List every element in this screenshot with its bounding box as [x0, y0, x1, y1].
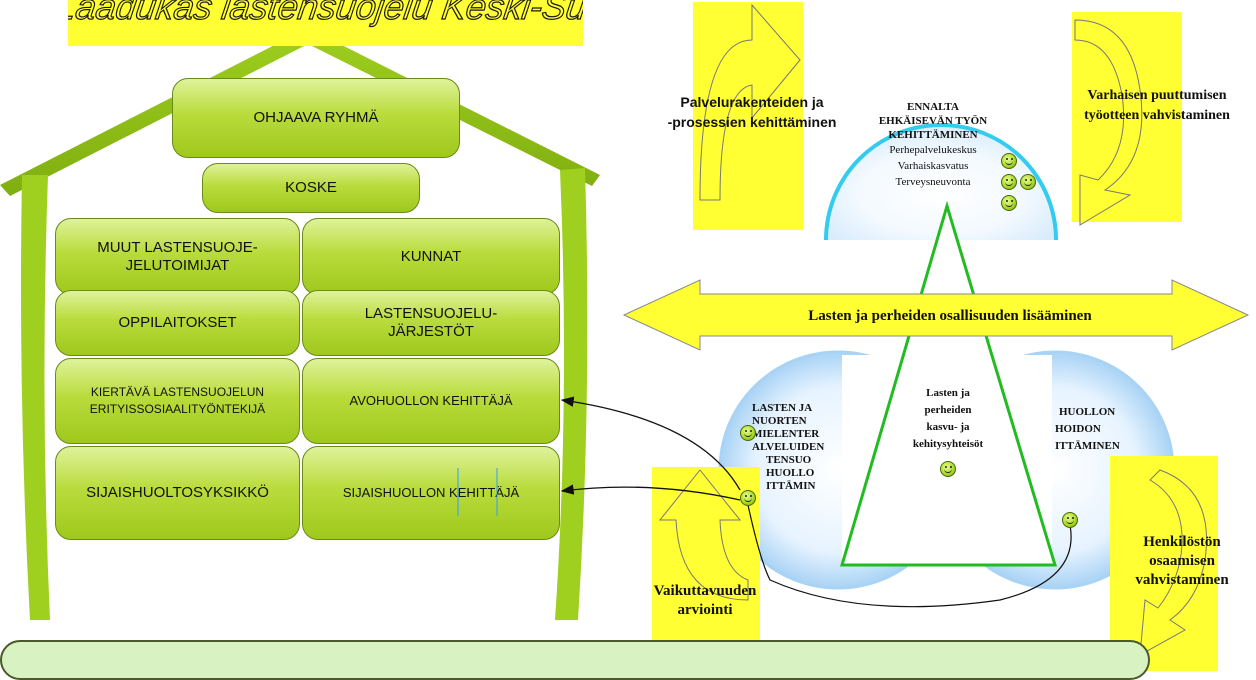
curved-arrow-right — [1074, 19, 1143, 226]
text-lasten-nuorten: LASTEN JA NUORTEN MIELENTER ALVELUIDEN T… — [752, 402, 852, 493]
house-left-wall — [21, 175, 50, 620]
huollon-line-2: HOIDON — [1055, 423, 1101, 435]
arrow-to-avohuolto — [560, 396, 741, 491]
huollon-line-3: ITTÄMINEN — [1055, 440, 1120, 452]
label-lsj-1: LASTENSUOJELU- — [364, 305, 498, 322]
arrow-to-sijaishuolto — [747, 504, 1072, 608]
box-koske: KOSKE — [202, 163, 420, 213]
label-koske: KOSKE — [285, 179, 337, 196]
lasten-line-5: TENSUO — [766, 454, 812, 466]
smiley-icon — [1001, 195, 1017, 211]
kasvu-line-1: Lasten ja — [926, 387, 970, 399]
huollon-line-1: HUOLLON — [1059, 406, 1116, 418]
label-lsj-2: JÄRJESTÖT — [388, 323, 474, 340]
smiley-icon — [1020, 174, 1036, 190]
house-right-wall — [555, 168, 588, 620]
varhainen-line-1: Varhaisen puuttumisen — [1087, 88, 1227, 103]
terveysneuvonta-label: Terveysneuvonta — [895, 176, 971, 188]
smiley-icon — [740, 425, 756, 441]
text-kasvuyhteisot: Lasten ja perheiden kasvu- ja kehitysyht… — [895, 385, 1001, 453]
varhaiskasvatus-label: Varhaiskasvatus — [897, 160, 969, 172]
box-avohuollon-kehittaja: AVOHUOLLON KEHITTÄJÄ — [302, 358, 560, 444]
double-arrow — [622, 279, 1250, 351]
ennalta-line-2: EHKÄISEVÄN TYÖN — [878, 115, 988, 127]
curved-arrow-up — [658, 469, 749, 601]
kasvu-line-2: perheiden — [924, 404, 972, 416]
top-circle — [824, 123, 1058, 241]
title-banner: Laadukas lastensuojelu Keski-Suomessa — [68, 0, 583, 46]
smiley-icon — [740, 490, 756, 506]
text-huollon: HUOLLON HOIDON ITTÄMINEN — [1055, 404, 1135, 455]
henkilosto-line-2: osaamisen — [1149, 553, 1215, 569]
perhepalvelu-label: Perhepalvelukeskus — [889, 144, 977, 156]
text-henkilosto: Henkilöstön osaamisen vahvistaminen — [1108, 533, 1256, 590]
curved-arrow-down — [1139, 469, 1207, 656]
curved-arrow-left — [699, 3, 801, 201]
henkilosto-line-3: vahvistaminen — [1135, 572, 1229, 588]
label-avohuolto: AVOHUOLLON KEHITTÄJÄ — [349, 393, 513, 408]
box-ohjaava-ryhma: OHJAAVA RYHMÄ — [172, 78, 460, 158]
ennalta-line-3: KEHITTÄMINEN — [888, 129, 978, 141]
box-oppilaitokset: OPPILAITOKSET — [55, 290, 300, 356]
lasten-line-6: HUOLLO — [766, 467, 815, 479]
label-oppilaitokset: OPPILAITOKSET — [118, 314, 237, 331]
box-kiertava-sosiaalityontekija: KIERTÄVÄ LASTENSUOJELUN ERITYISSOSIAALIT… — [55, 358, 300, 444]
text-ennalta: ENNALTA EHKÄISEVÄN TYÖN KEHITTÄMINEN Per… — [858, 100, 1008, 190]
label-sijaishuolto-kehittaja: SIJAISHUOLLON KEHITTÄJÄ — [342, 485, 520, 500]
text-vaikuttavuus: Vaikuttavuuden arviointi — [615, 582, 795, 620]
vaikuttavuus-line-1: Vaikuttavuuden — [653, 583, 757, 599]
palvelu-line-2: -prosessien kehittäminen — [667, 114, 837, 130]
smiley-icon — [1001, 153, 1017, 169]
label-kiertava-2: ERITYISSOSIAALITYÖNTEKIJÄ — [89, 402, 266, 416]
green-triangle — [839, 200, 1058, 567]
smiley-icon — [1062, 512, 1078, 528]
kasvu-line-3: kasvu- ja — [926, 421, 970, 433]
label-kiertava-1: KIERTÄVÄ LASTENSUOJELUN — [90, 385, 265, 399]
lasten-line-4: ALVELUIDEN — [752, 441, 825, 453]
box-kunnat: KUNNAT — [302, 218, 560, 295]
lasten-line-3: MIELENTER — [752, 428, 820, 440]
text-osallisuus: Lasten ja perheiden osallisuuden lisäämi… — [808, 308, 1092, 324]
box-lastensuojelujarjestot: LASTENSUOJELU- JÄRJESTÖT — [302, 290, 560, 356]
text-varhainen: Varhaisen puuttumisen työotteen vahvista… — [1062, 86, 1252, 126]
smiley-icon — [940, 461, 956, 477]
palvelu-line-1: Palvelurakenteiden ja — [680, 94, 824, 110]
varhainen-line-2: työotteen vahvistaminen — [1084, 108, 1230, 123]
box-sijaishuollon-kehittaja: SIJAISHUOLLON KEHITTÄJÄ — [302, 446, 560, 540]
vaikuttavuus-line-2: arviointi — [677, 602, 733, 618]
arrow-to-sijaishuolto-head — [560, 484, 741, 501]
label-sijaishuoltoyksikko: SIJAISHUOLTOSYKSIKKÖ — [86, 484, 269, 501]
label-kunnat: KUNNAT — [400, 247, 462, 265]
bottom-bar — [0, 640, 1150, 680]
label-muut-2: JELUTOIMIJAT — [125, 256, 230, 274]
lasten-line-2: NUORTEN — [752, 415, 807, 427]
ennalta-line-1: ENNALTA — [907, 101, 959, 113]
label-ohjaava: OHJAAVA RYHMÄ — [253, 109, 379, 126]
lasten-line-7: ITTÄMIN — [766, 480, 816, 492]
smiley-icon — [1001, 174, 1017, 190]
lasten-line-1: LASTEN JA — [752, 402, 813, 414]
henkilosto-line-1: Henkilöstön — [1143, 534, 1221, 550]
label-muut-1: MUUT LASTENSUOJE- — [97, 238, 258, 256]
text-palvelurakenteet: Palvelurakenteiden ja -prosessien kehitt… — [652, 92, 852, 132]
kasvu-line-4: kehitysyhteisöt — [912, 438, 984, 450]
box-sijaishuoltoyksikko: SIJAISHUOLTOSYKSIKKÖ — [55, 446, 300, 540]
